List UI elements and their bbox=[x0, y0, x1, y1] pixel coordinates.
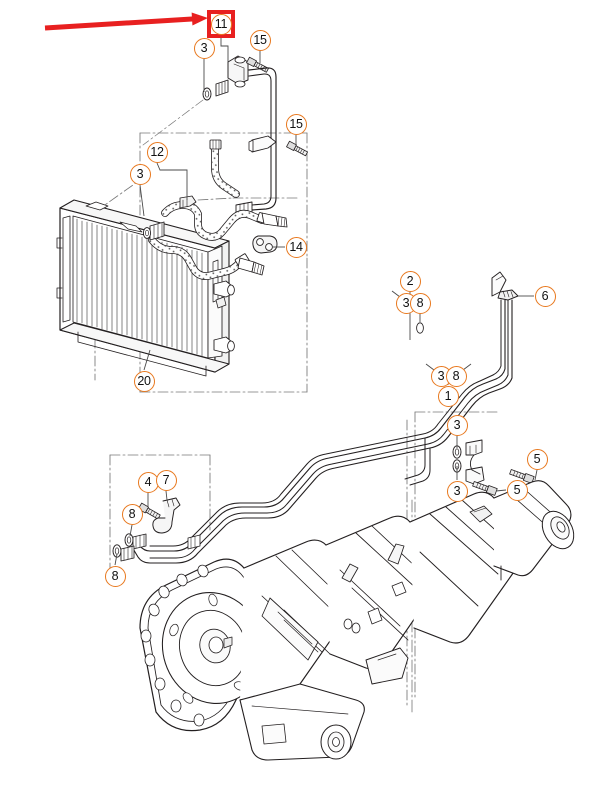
callout-label: 8 bbox=[111, 568, 119, 583]
callout-8[interactable]: 8 bbox=[445, 365, 467, 387]
callout-8[interactable]: 8 bbox=[121, 503, 143, 525]
leader-line-5 bbox=[534, 469, 538, 481]
callout-label: 1 bbox=[444, 388, 452, 403]
red-pointer-arrow bbox=[44, 12, 208, 31]
bracket-6 bbox=[491, 271, 519, 301]
callout-label: 3 bbox=[453, 417, 461, 432]
leader-line-8 bbox=[129, 524, 133, 537]
callout-label: 3 bbox=[437, 368, 445, 383]
callout-label: 3 bbox=[453, 483, 461, 498]
callout-label: 11 bbox=[214, 16, 228, 31]
callout-label: 15 bbox=[253, 32, 267, 47]
callout-3[interactable]: 3 bbox=[446, 414, 468, 436]
automatic-transmission bbox=[139, 480, 575, 761]
callout-6[interactable]: 6 bbox=[534, 285, 556, 307]
callout-14[interactable]: 14 bbox=[285, 236, 307, 258]
red-highlight-box bbox=[207, 10, 235, 38]
callout-label: 8 bbox=[452, 368, 460, 383]
callout-label: 5 bbox=[513, 482, 521, 497]
leader-line-12 bbox=[156, 162, 188, 200]
callout-label: 14 bbox=[289, 239, 303, 254]
leader-line-8 bbox=[114, 553, 118, 566]
callout-label: 8 bbox=[416, 295, 424, 310]
clamp-12 bbox=[142, 195, 197, 241]
drawing-ink bbox=[56, 55, 575, 761]
callout-8[interactable]: 8 bbox=[104, 565, 126, 587]
callout-label: 4 bbox=[144, 474, 152, 489]
callout-8[interactable]: 8 bbox=[409, 292, 431, 314]
callout-15[interactable]: 15 bbox=[249, 29, 271, 51]
callout-2[interactable]: 2 bbox=[399, 270, 421, 292]
leader-line-7 bbox=[165, 490, 168, 501]
callout-label: 3 bbox=[200, 40, 208, 55]
upper-hose-assembly bbox=[142, 55, 308, 280]
callout-3[interactable]: 3 bbox=[129, 163, 151, 185]
callout-20[interactable]: 20 bbox=[133, 370, 155, 392]
callout-12[interactable]: 12 bbox=[146, 141, 168, 163]
callout-label: 3 bbox=[136, 166, 144, 181]
callout-label: 5 bbox=[533, 451, 541, 466]
callout-label: 12 bbox=[150, 144, 164, 159]
callout-3[interactable]: 3 bbox=[193, 37, 215, 59]
callout-label: 20 bbox=[137, 373, 151, 388]
leader-line-11 bbox=[220, 36, 229, 62]
callout-1[interactable]: 1 bbox=[437, 385, 459, 407]
callout-label: 2 bbox=[406, 273, 414, 288]
callout-label: 8 bbox=[128, 506, 136, 521]
callout-label: 7 bbox=[162, 472, 170, 487]
lower-left-fasteners bbox=[112, 497, 201, 562]
callout-label: 3 bbox=[402, 295, 410, 310]
pipe-seals-upper bbox=[416, 322, 424, 334]
callout-15[interactable]: 15 bbox=[285, 113, 307, 135]
callout-5[interactable]: 5 bbox=[526, 448, 548, 470]
callout-7[interactable]: 7 bbox=[155, 469, 177, 491]
callout-3[interactable]: 3 bbox=[446, 480, 468, 502]
callout-label: 6 bbox=[541, 288, 549, 303]
callout-11[interactable]: 11 bbox=[210, 13, 232, 35]
leader-line-3 bbox=[139, 184, 145, 217]
leader-line-5 bbox=[495, 489, 507, 492]
leader-line-20 bbox=[143, 349, 151, 371]
flexible-hose-11 bbox=[148, 139, 288, 280]
callout-label: 15 bbox=[289, 116, 303, 131]
callout-5[interactable]: 5 bbox=[506, 479, 528, 501]
